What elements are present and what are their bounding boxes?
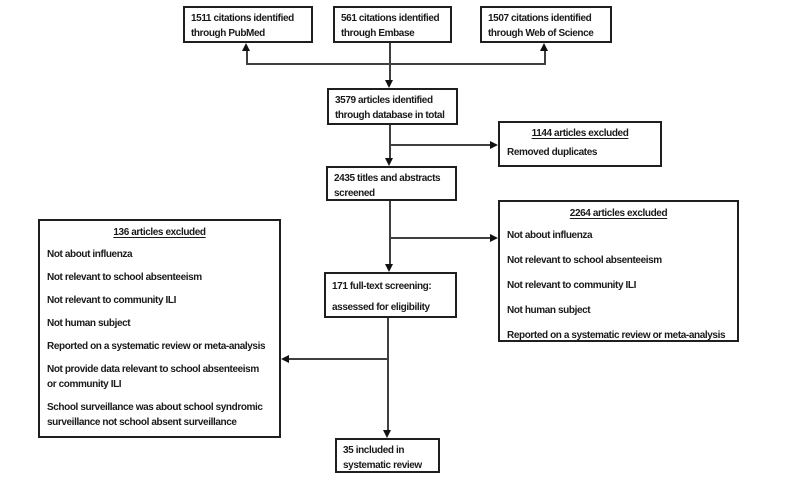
box-total-identified: 3579 articles identified through databas… (327, 88, 458, 125)
arrowhead-down-screened-icon (385, 158, 393, 166)
arrowhead-up-wos-icon (540, 43, 548, 51)
box-pubmed-citations: 1511 citations identified through PubMed (183, 6, 313, 43)
arrowhead-down-fulltext-icon (385, 264, 393, 272)
total-identified-text: 3579 articles identified through databas… (335, 95, 445, 121)
box-embase-citations: 561 citations identified through Embase (333, 6, 452, 43)
pubmed-citations-text: 1511 citations identified through PubMed (191, 13, 294, 39)
exclusion-reason: Not relevant to community ILI (47, 295, 176, 306)
box-screening-excluded: 2264 articles excluded Not about influen… (498, 200, 739, 342)
exclusion-reason: Removed duplicates (507, 147, 598, 158)
exclusion-reason: Not about influenza (507, 230, 593, 241)
duplicates-excluded-reasons: Removed duplicates (500, 145, 660, 160)
exclusion-reason: Not relevant to school absenteeism (47, 272, 202, 283)
box-eligibility-excluded: 136 articles excluded Not about influenz… (38, 219, 281, 438)
screening-excluded-reasons: Not about influenza Not relevant to scho… (500, 228, 737, 343)
arrowhead-right-duplicates-icon (490, 140, 498, 149)
exclusion-reason: Not relevant to school absenteeism (507, 255, 662, 266)
eligibility-excluded-reasons: Not about influenza Not relevant to scho… (40, 247, 279, 430)
duplicates-excluded-title: 1144 articles excluded (531, 128, 629, 139)
eligibility-excluded-title: 136 articles excluded (113, 227, 206, 238)
connector-total-to-screened (389, 125, 391, 159)
embase-citations-text: 561 citations identified through Embase (341, 13, 440, 39)
connector-embase-down (389, 43, 391, 64)
titles-abstracts-screened-text: 2435 titles and abstracts screened (334, 173, 441, 199)
exclusion-reason: School surveillance was about school syn… (47, 402, 263, 428)
exclusion-reason: Not about influenza (47, 249, 133, 260)
exclusion-reason: Not human subject (47, 318, 131, 329)
arrowhead-down-total-icon (385, 80, 393, 88)
connector-fulltext-to-included (387, 318, 389, 430)
box-fulltext-screening: 171 full-text screening: assessed for el… (324, 272, 457, 318)
included-in-review-text: 35 included in systematic review (343, 445, 422, 471)
connector-to-wos (544, 49, 546, 64)
box-titles-abstracts-screened: 2435 titles and abstracts screened (326, 166, 457, 201)
connector-top-horizontal (246, 63, 546, 65)
box-web-of-science-citations: 1507 citations identified through Web of… (480, 6, 612, 43)
box-included-in-review: 35 included in systematic review (335, 438, 440, 473)
arrowhead-up-pubmed-icon (242, 43, 250, 51)
connector-screened-to-fulltext (389, 201, 391, 264)
connector-to-pubmed (246, 49, 248, 64)
screening-excluded-title: 2264 articles excluded (569, 208, 668, 219)
box-duplicates-excluded: 1144 articles excluded Removed duplicate… (498, 121, 662, 167)
connector-to-screening-excluded (389, 237, 490, 239)
exclusion-reason: Not provide data relevant to school abse… (47, 364, 259, 390)
connector-to-eligibility-excluded (289, 358, 388, 360)
arrowhead-down-included-icon (383, 430, 391, 438)
web-of-science-citations-text: 1507 citations identified through Web of… (488, 13, 594, 39)
exclusion-reason: Not relevant to community ILI (507, 280, 636, 291)
exclusion-reason: Reported on a systematic review or meta-… (47, 341, 266, 352)
connector-to-total (389, 63, 391, 81)
connector-to-duplicates-excluded (389, 144, 490, 146)
fulltext-screening-text: 171 full-text screening: assessed for el… (332, 281, 432, 313)
arrowhead-right-screening-excluded-icon (490, 233, 498, 242)
exclusion-reason: Not human subject (507, 305, 591, 316)
exclusion-reason: Reported on a systematic review or meta-… (507, 330, 726, 341)
arrowhead-left-eligibility-excluded-icon (281, 354, 289, 363)
